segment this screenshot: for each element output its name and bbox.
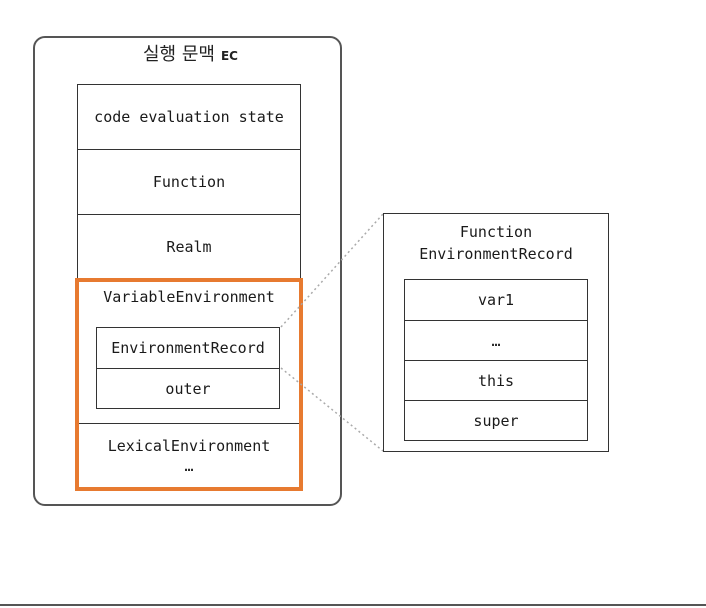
function-label: Function bbox=[152, 173, 226, 191]
record-item-label: super bbox=[473, 411, 519, 430]
environment-record-label: EnvironmentRecord bbox=[111, 339, 265, 357]
outer-cell: outer bbox=[97, 368, 279, 408]
record-item-label: var1 bbox=[477, 291, 515, 309]
lexical-environment-label: LexicalEnvironment bbox=[107, 437, 271, 455]
function-environment-record-list: var1 … this super bbox=[404, 279, 588, 441]
record-item-super: super bbox=[405, 400, 587, 440]
code-evaluation-state-label: code evaluation state bbox=[94, 108, 284, 126]
function-environment-record-title-line1: Function bbox=[459, 223, 533, 241]
environment-record-cell: EnvironmentRecord bbox=[97, 328, 279, 368]
record-item-label: … bbox=[491, 331, 501, 350]
connector-line-top bbox=[280, 213, 384, 328]
record-item-label: this bbox=[477, 371, 515, 390]
function-environment-record-title: Function EnvironmentRecord bbox=[383, 221, 609, 265]
connector-line-bottom bbox=[280, 367, 384, 452]
execution-context-title: 실행 문맥 EC bbox=[143, 40, 238, 68]
execution-context-container bbox=[33, 36, 342, 506]
function-environment-record-title-line2: EnvironmentRecord bbox=[419, 245, 573, 263]
variable-environment-label: VariableEnvironment bbox=[103, 288, 275, 306]
record-item-this: this bbox=[405, 360, 587, 400]
code-evaluation-state-box: code evaluation state bbox=[77, 84, 301, 150]
realm-box: Realm bbox=[77, 214, 301, 280]
outer-label: outer bbox=[165, 379, 211, 398]
realm-label: Realm bbox=[166, 238, 212, 256]
execution-context-abbreviation: EC bbox=[220, 49, 238, 63]
execution-context-title-text: 실행 문맥 bbox=[143, 44, 215, 65]
bottom-divider bbox=[0, 604, 706, 606]
lexical-environment-ellipsis: … bbox=[184, 457, 194, 475]
lexical-environment-box: LexicalEnvironment … bbox=[77, 423, 301, 489]
variable-environment-inner-box: EnvironmentRecord outer bbox=[96, 327, 280, 409]
function-box: Function bbox=[77, 149, 301, 215]
record-item-ellipsis: … bbox=[405, 320, 587, 360]
record-item-var1: var1 bbox=[405, 280, 587, 320]
